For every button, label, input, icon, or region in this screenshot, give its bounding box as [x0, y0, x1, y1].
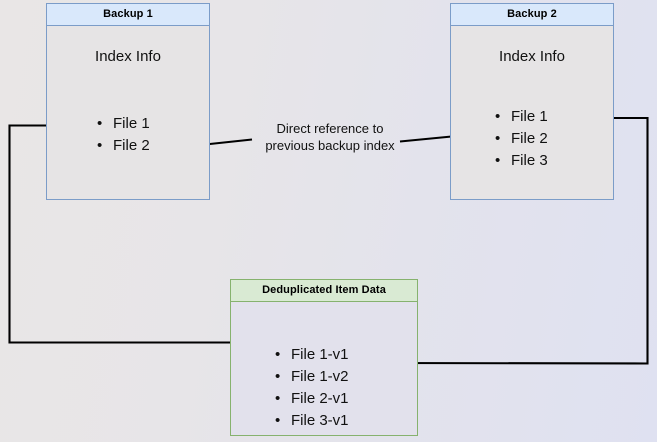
node-backup1-index-title: Index Info: [95, 48, 161, 65]
node-backup2-body: Index Info File 1 File 2 File 3: [451, 26, 613, 199]
node-dedup-body: File 1-v1 File 1-v2 File 2-v1 File 3-v1: [231, 302, 417, 435]
edge-label-direct-reference: Direct reference to previous backup inde…: [265, 121, 395, 153]
list-item: File 2: [495, 128, 548, 150]
node-backup1-file-list: File 1 File 2: [97, 113, 150, 157]
node-backup1[interactable]: Backup 1 Index Info File 1 File 2: [46, 3, 210, 200]
node-backup1-body: Index Info File 1 File 2: [47, 26, 209, 199]
list-item: File 1: [97, 113, 150, 135]
node-backup2-index-title: Index Info: [499, 48, 565, 65]
node-backup2-header: Backup 2: [451, 4, 613, 26]
node-deduplicated-item-data[interactable]: Deduplicated Item Data File 1-v1 File 1-…: [230, 279, 418, 436]
node-backup1-header: Backup 1: [47, 4, 209, 26]
list-item: File 3-v1: [275, 410, 349, 432]
list-item: File 2-v1: [275, 388, 349, 410]
node-backup2[interactable]: Backup 2 Index Info File 1 File 2 File 3: [450, 3, 614, 200]
list-item: File 2: [97, 135, 150, 157]
node-backup2-file-list: File 1 File 2 File 3: [495, 106, 548, 172]
node-dedup-header: Deduplicated Item Data: [231, 280, 417, 302]
list-item: File 3: [495, 150, 548, 172]
list-item: File 1: [495, 106, 548, 128]
list-item: File 1-v2: [275, 366, 349, 388]
list-item: File 1-v1: [275, 344, 349, 366]
node-dedup-file-list: File 1-v1 File 1-v2 File 2-v1 File 3-v1: [275, 344, 349, 432]
